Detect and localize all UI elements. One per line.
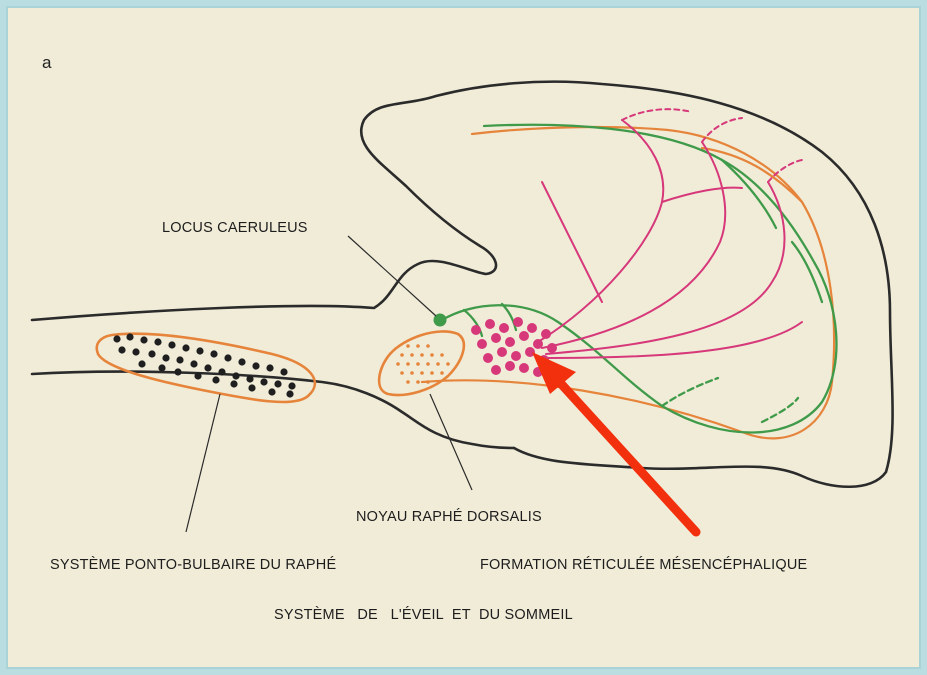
raphe-neuron-dot bbox=[246, 375, 253, 382]
reticular-cell bbox=[505, 361, 515, 371]
raphe-neuron-dot bbox=[280, 368, 287, 375]
raphe-dorsalis-dot bbox=[396, 362, 400, 366]
raphe-dorsalis-dot bbox=[416, 344, 420, 348]
raphe-neuron-dot bbox=[113, 335, 120, 342]
raphe-neuron-dot bbox=[204, 364, 211, 371]
brain-outline bbox=[32, 82, 893, 487]
raphe-dorsalis-dot bbox=[446, 362, 450, 366]
raphe-dorsalis-dot bbox=[436, 362, 440, 366]
raphe-neuron-dot bbox=[210, 350, 217, 357]
raphe-dorsalis-dot bbox=[426, 344, 430, 348]
reticular-cell bbox=[541, 329, 551, 339]
reticular-cell bbox=[471, 325, 481, 335]
raphe-neuron-dot bbox=[274, 380, 281, 387]
figure-caption: SYSTÈME DE L'ÉVEIL ET DU SOMMEIL bbox=[274, 606, 573, 623]
raphe-neuron-dot bbox=[138, 360, 145, 367]
reticular-cell bbox=[491, 333, 501, 343]
raphe-dorsalis-dot bbox=[410, 371, 414, 375]
raphe-dorsalis-dot bbox=[430, 353, 434, 357]
reticular-cell bbox=[513, 317, 523, 327]
raphe-dorsalis-dot bbox=[416, 362, 420, 366]
locus-caeruleus-fibers bbox=[442, 125, 836, 433]
reticular-cell bbox=[527, 323, 537, 333]
raphe-neuron-dot bbox=[190, 360, 197, 367]
leader-ponto-bulbaire bbox=[186, 394, 220, 532]
ponto-bulbar-raphe-system bbox=[97, 333, 315, 402]
raphe-dorsalis-dot bbox=[400, 371, 404, 375]
raphe-dorsalis-dot bbox=[410, 353, 414, 357]
reticular-cell bbox=[477, 339, 487, 349]
figure-frame: a bbox=[6, 6, 921, 669]
label-systeme-ponto-bulbaire: SYSTÈME PONTO-BULBAIRE DU RAPHÉ bbox=[50, 556, 336, 573]
raphe-neuron-dot bbox=[238, 358, 245, 365]
raphe-neuron-dot bbox=[230, 380, 237, 387]
raphe-neuron-dot bbox=[118, 346, 125, 353]
raphe-neuron-dot bbox=[132, 348, 139, 355]
raphe-neuron-dot bbox=[212, 376, 219, 383]
reticular-cell bbox=[511, 351, 521, 361]
raphe-dorsalis-dot bbox=[420, 353, 424, 357]
raphe-neuron-dot bbox=[182, 344, 189, 351]
raphe-neuron-dot bbox=[168, 341, 175, 348]
raphe-dorsalis-dot bbox=[420, 371, 424, 375]
raphe-dorsalis-dot bbox=[406, 380, 410, 384]
raphe-neuron-dot bbox=[260, 378, 267, 385]
raphe-neuron-dot bbox=[232, 372, 239, 379]
raphe-neuron-dot bbox=[266, 364, 273, 371]
arousal-system-diagram: a bbox=[8, 8, 923, 671]
raphe-neuron-dot bbox=[252, 362, 259, 369]
label-formation-reticulee: FORMATION RÉTICULÉE MÉSENCÉPHALIQUE bbox=[480, 556, 808, 573]
raphe-neuron-dot bbox=[162, 354, 169, 361]
raphe-dorsalis-dot bbox=[400, 353, 404, 357]
reticular-cell bbox=[505, 337, 515, 347]
raphe-neuron-dot bbox=[196, 347, 203, 354]
reticular-cell bbox=[519, 331, 529, 341]
raphe-neuron-dot bbox=[248, 384, 255, 391]
raphe-dorsalis-dot bbox=[406, 362, 410, 366]
raphe-neuron-dot bbox=[174, 368, 181, 375]
reticular-cell bbox=[491, 365, 501, 375]
raphe-neuron-dot bbox=[224, 354, 231, 361]
raphe-neuron-dot bbox=[194, 372, 201, 379]
raphe-dorsalis-dot bbox=[426, 362, 430, 366]
raphe-neuron-dot bbox=[154, 338, 161, 345]
raphe-dorsalis-dot bbox=[406, 344, 410, 348]
raphe-neuron-dot bbox=[288, 382, 295, 389]
reticular-cell bbox=[497, 347, 507, 357]
raphe-neuron-dot bbox=[218, 368, 225, 375]
label-locus-caeruleus: LOCUS CAERULEUS bbox=[162, 220, 308, 236]
raphe-dorsalis-dot bbox=[430, 371, 434, 375]
raphe-dorsalis-dot bbox=[440, 371, 444, 375]
raphe-neuron-dot bbox=[286, 390, 293, 397]
brainstem-lower-outline bbox=[32, 372, 514, 448]
raphe-dorsalis-dot bbox=[416, 380, 420, 384]
reticular-cell bbox=[533, 339, 543, 349]
cerebrum-outline bbox=[32, 82, 893, 487]
raphe-neuron-dots bbox=[113, 333, 295, 397]
raphe-neuron-dot bbox=[268, 388, 275, 395]
reticular-cell bbox=[547, 343, 557, 353]
raphe-dorsalis-dot bbox=[440, 353, 444, 357]
pointer-arrow bbox=[532, 352, 696, 532]
raphe-neuron-dot bbox=[158, 364, 165, 371]
raphe-neuron-dot bbox=[140, 336, 147, 343]
panel-letter: a bbox=[42, 53, 52, 72]
dorsal-raphe-nucleus bbox=[379, 331, 464, 395]
label-noyau-raphe-dorsalis: NOYAU RAPHÉ DORSALIS bbox=[356, 508, 542, 525]
raphe-neuron-dot bbox=[148, 350, 155, 357]
raphe-neuron-dot bbox=[126, 333, 133, 340]
reticular-cell bbox=[483, 353, 493, 363]
reticular-formation-fibers bbox=[538, 109, 802, 358]
reticular-cell bbox=[519, 363, 529, 373]
raphe-neuron-dot bbox=[176, 356, 183, 363]
reticular-cell bbox=[485, 319, 495, 329]
leader-locus bbox=[348, 236, 436, 316]
dorsal-raphe-dots bbox=[396, 344, 450, 384]
reticular-cell bbox=[499, 323, 509, 333]
